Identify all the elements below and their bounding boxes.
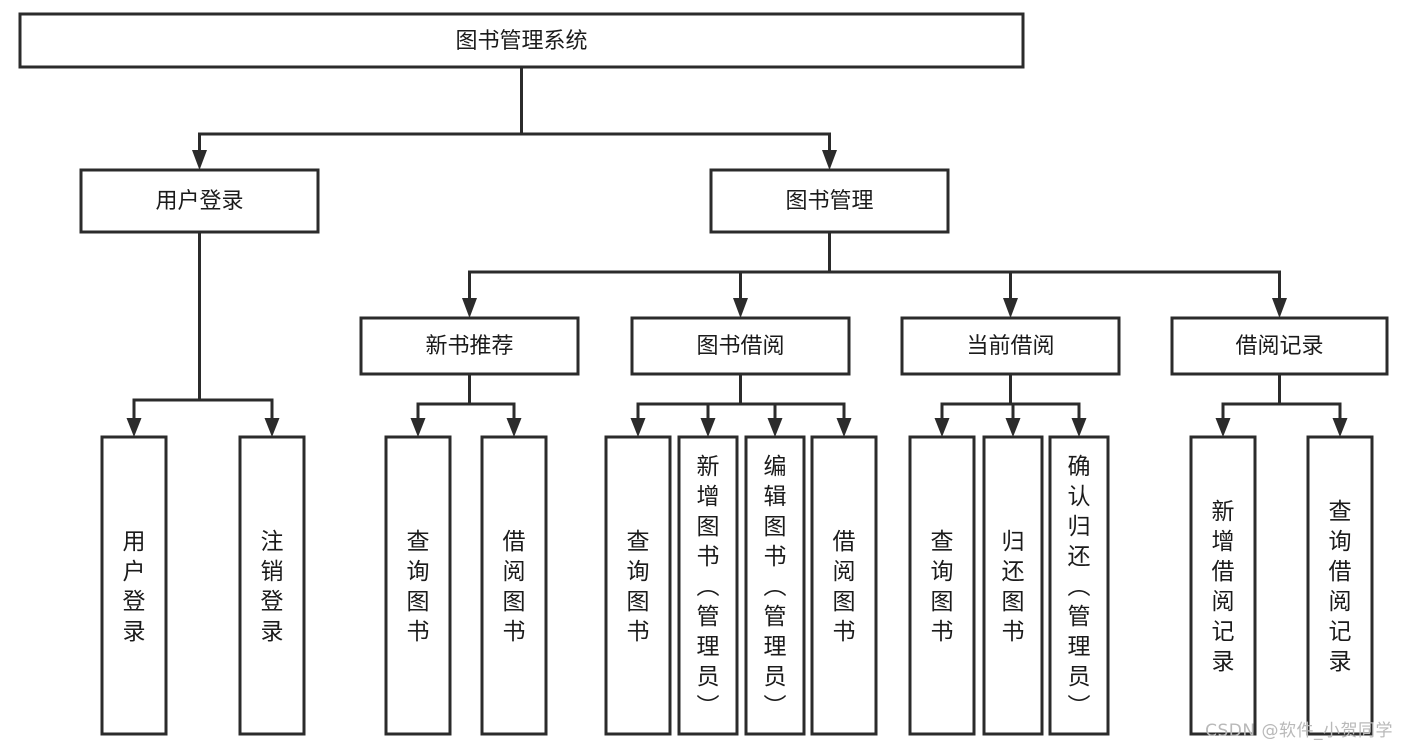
- arrow-to-new-book-rec: [462, 298, 477, 318]
- node-leaf-user-login[interactable]: 用户登录: [100, 435, 168, 736]
- leaf-query-book-2-label: 查询图书: [627, 529, 650, 645]
- leaf-add-book-label: 新增图书︵管理员︶: [697, 454, 720, 720]
- leaf-confirm-return-label: 确认归还︵管理员︶: [1068, 454, 1091, 720]
- arrow-to-user-login: [192, 150, 207, 170]
- arrow-to-leaf-confirm-return: [1071, 418, 1087, 437]
- leaf-query-book-1-label: 查询图书: [407, 529, 430, 645]
- arrow-to-leaf-user-login: [126, 418, 142, 437]
- user-login-box[interactable]: [79, 168, 320, 234]
- node-borrow-record[interactable]: 借阅记录: [1170, 316, 1389, 376]
- leaf-query-book-3-box[interactable]: [908, 435, 976, 736]
- arrow-to-current-borrow: [1003, 298, 1018, 318]
- borrow-record-label: 借阅记录: [1235, 334, 1323, 359]
- arrow-to-leaf-user-logout: [264, 418, 280, 437]
- arrow-to-leaf-query-book-2: [630, 418, 646, 437]
- node-leaf-query-book-2[interactable]: 查询图书: [604, 435, 672, 736]
- watermark-text: CSDN @软件_小贺同学: [1205, 721, 1393, 741]
- leaf-user-login-box[interactable]: [100, 435, 168, 736]
- connector-userlogin-to-leaves: [132, 230, 274, 427]
- node-leaf-add-record[interactable]: 新增借阅记录: [1189, 435, 1257, 736]
- connector-group: [132, 65, 1342, 427]
- node-book-manage[interactable]: 图书管理: [709, 168, 950, 234]
- arrow-to-leaf-borrow-book-2: [836, 418, 852, 437]
- node-leaf-borrow-book-2[interactable]: 借阅图书: [810, 435, 878, 736]
- leaf-confirm-return-box[interactable]: [1048, 435, 1110, 736]
- arrow-to-leaf-query-book-3: [934, 418, 950, 437]
- leaf-add-book-box[interactable]: [677, 435, 739, 736]
- connector-newbook-to-leaves: [416, 372, 516, 427]
- leaf-borrow-book-1-label: 借阅图书: [503, 529, 526, 645]
- root-label: 图书管理系统: [455, 29, 587, 54]
- arrow-to-borrow-record: [1272, 298, 1287, 318]
- leaf-query-book-1-box[interactable]: [384, 435, 452, 736]
- root-box[interactable]: [18, 12, 1025, 69]
- leaf-return-book-box[interactable]: [982, 435, 1044, 736]
- connector-currentborrow-to-leaves: [940, 372, 1081, 427]
- book-borrow-label: 图书借阅: [696, 334, 784, 359]
- node-leaf-query-book-1[interactable]: 查询图书: [384, 435, 452, 736]
- node-leaf-add-book[interactable]: 新增图书︵管理员︶: [677, 435, 739, 736]
- arrow-to-leaf-add-book: [700, 418, 716, 437]
- current-borrow-box[interactable]: [900, 316, 1121, 376]
- connector-bookborrow-to-leaves: [636, 372, 846, 427]
- book-manage-label: 图书管理: [785, 189, 873, 214]
- arrow-to-leaf-borrow-book-1: [506, 418, 522, 437]
- node-current-borrow[interactable]: 当前借阅: [900, 316, 1121, 376]
- node-leaf-query-book-3[interactable]: 查询图书: [908, 435, 976, 736]
- node-leaf-edit-book[interactable]: 编辑图书︵管理员︶: [744, 435, 806, 736]
- arrow-to-leaf-add-record: [1215, 418, 1231, 437]
- leaf-query-book-3-label: 查询图书: [931, 529, 954, 645]
- leaf-add-record-box[interactable]: [1189, 435, 1257, 736]
- arrow-to-leaf-query-record: [1332, 418, 1348, 437]
- leaf-user-logout-label: 注销登录: [261, 529, 284, 645]
- book-manage-box[interactable]: [709, 168, 950, 234]
- arrow-to-leaf-query-book-1: [410, 418, 426, 437]
- node-leaf-query-record[interactable]: 查询借阅记录: [1306, 435, 1374, 736]
- node-leaf-confirm-return[interactable]: 确认归还︵管理员︶: [1048, 435, 1110, 736]
- new-book-rec-label: 新书推荐: [425, 334, 513, 359]
- user-login-label: 用户登录: [155, 189, 243, 214]
- node-root[interactable]: 图书管理系统: [18, 12, 1025, 69]
- leaf-borrow-book-2-box[interactable]: [810, 435, 878, 736]
- leaf-borrow-book-1-box[interactable]: [480, 435, 548, 736]
- arrow-to-leaf-edit-book: [767, 418, 783, 437]
- node-leaf-borrow-book-1[interactable]: 借阅图书: [480, 435, 548, 736]
- leaf-query-book-2-box[interactable]: [604, 435, 672, 736]
- leaf-edit-book-box[interactable]: [744, 435, 806, 736]
- node-leaf-return-book[interactable]: 归还图书: [982, 435, 1044, 736]
- node-user-login[interactable]: 用户登录: [79, 168, 320, 234]
- leaf-query-record-box[interactable]: [1306, 435, 1374, 736]
- leaf-node-group: 用户登录 注销登录 查询图书 借阅图书 查询图书 新增图书︵管理员︶ 编辑图书︵管理员︶ 借阅…: [100, 435, 1374, 736]
- arrowhead-group: [126, 150, 1348, 437]
- connector-bookmanage-to-level3: [468, 230, 1281, 308]
- node-leaf-user-logout[interactable]: 注销登录: [238, 435, 306, 736]
- new-book-rec-box[interactable]: [359, 316, 580, 376]
- arrow-to-book-borrow: [733, 298, 748, 318]
- leaf-add-record-label: 新增借阅记录: [1212, 499, 1235, 675]
- arrow-to-book-manage: [822, 150, 837, 170]
- leaf-edit-book-label: 编辑图书︵管理员︶: [764, 454, 787, 720]
- leaf-query-record-label: 查询借阅记录: [1329, 499, 1352, 675]
- connector-root-to-level2: [198, 65, 831, 160]
- leaf-user-login-label: 用户登录: [123, 529, 146, 645]
- borrow-record-box[interactable]: [1170, 316, 1389, 376]
- node-new-book-rec[interactable]: 新书推荐: [359, 316, 580, 376]
- book-borrow-box[interactable]: [630, 316, 851, 376]
- leaf-user-logout-box[interactable]: [238, 435, 306, 736]
- node-book-borrow[interactable]: 图书借阅: [630, 316, 851, 376]
- leaf-borrow-book-2-label: 借阅图书: [833, 529, 856, 645]
- current-borrow-label: 当前借阅: [966, 334, 1054, 359]
- leaf-return-book-label: 归还图书: [1002, 529, 1025, 645]
- connector-borrowrecord-to-leaves: [1221, 372, 1342, 427]
- arrow-to-leaf-return-book: [1005, 418, 1021, 437]
